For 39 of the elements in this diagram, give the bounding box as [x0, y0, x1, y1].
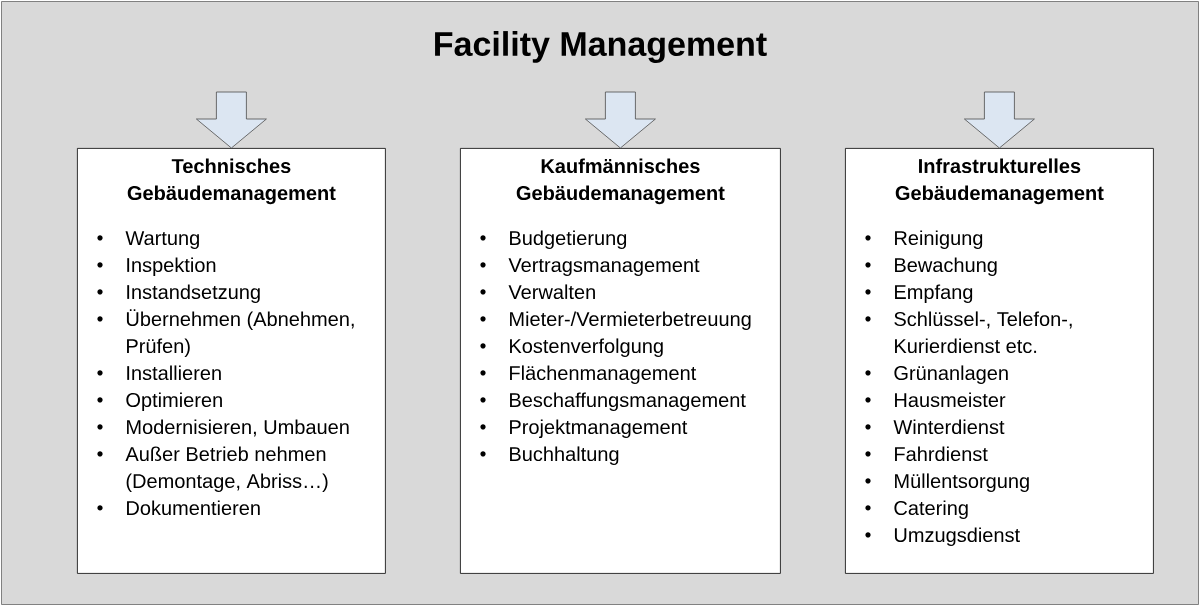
list-item: Flächenmanagement — [510, 365, 697, 385]
block-arrow — [964, 91, 1035, 149]
list-item: Außer Betrieb nehmen (Demontage, Abriss…) — [125, 446, 328, 493]
title: Facility Management — [435, 31, 767, 63]
block-arrow — [585, 91, 656, 149]
category-box — [460, 148, 781, 574]
list-item: Fahrdienst — [895, 446, 988, 462]
list-item: Wartung — [125, 231, 199, 250]
box-heading: Kaufmännisches Gebäudemanagement — [516, 158, 725, 205]
list-item: Bewachung — [895, 257, 997, 277]
list-item: Verwalten — [508, 284, 595, 300]
list-item: Modernisieren, Umbauen — [127, 419, 349, 437]
list-item: Reinigung — [895, 230, 983, 250]
list-item: Müllentsorgung — [895, 473, 1029, 493]
category-box — [845, 148, 1154, 574]
list-item: Dokumentieren — [127, 500, 260, 516]
box-heading: Technisches Gebäudemanagement — [127, 158, 336, 205]
list-item: Vertragsmanagement — [508, 258, 700, 277]
list-item: Instandsetzung — [127, 284, 260, 304]
list-item: Catering — [894, 500, 968, 520]
list-item: Kostenverfolgung — [510, 338, 663, 358]
list-item: Grünanlagen — [894, 365, 1008, 385]
list-item: Beschaffungsmanagement — [510, 392, 746, 412]
list-item: Mieter-/Vermieterbetreuung — [510, 311, 751, 331]
list-item: Projektmanagement — [510, 419, 688, 439]
list-item: Übernehmen (Abnehmen, Prüfen) — [126, 309, 354, 358]
list-item: Inspektion — [127, 257, 216, 277]
list-item: Empfang — [895, 284, 973, 304]
list-item: Umzugsdienst — [894, 527, 1020, 547]
list-item: Installieren — [127, 365, 221, 381]
list-item: Winterdienst — [893, 419, 1005, 435]
list-item: Budgetierung — [510, 230, 627, 250]
list-item: Optimieren — [126, 392, 222, 412]
list-item: Hausmeister — [895, 392, 1006, 408]
block-arrow — [196, 91, 267, 149]
list-item: Schlüssel-, Telefon-, Kurierdienst etc. — [894, 311, 1072, 354]
list-item: Buchhaltung — [510, 446, 619, 466]
category-box — [77, 148, 386, 574]
box-heading: Infrastrukturelles Gebäudemanagement — [895, 158, 1104, 205]
